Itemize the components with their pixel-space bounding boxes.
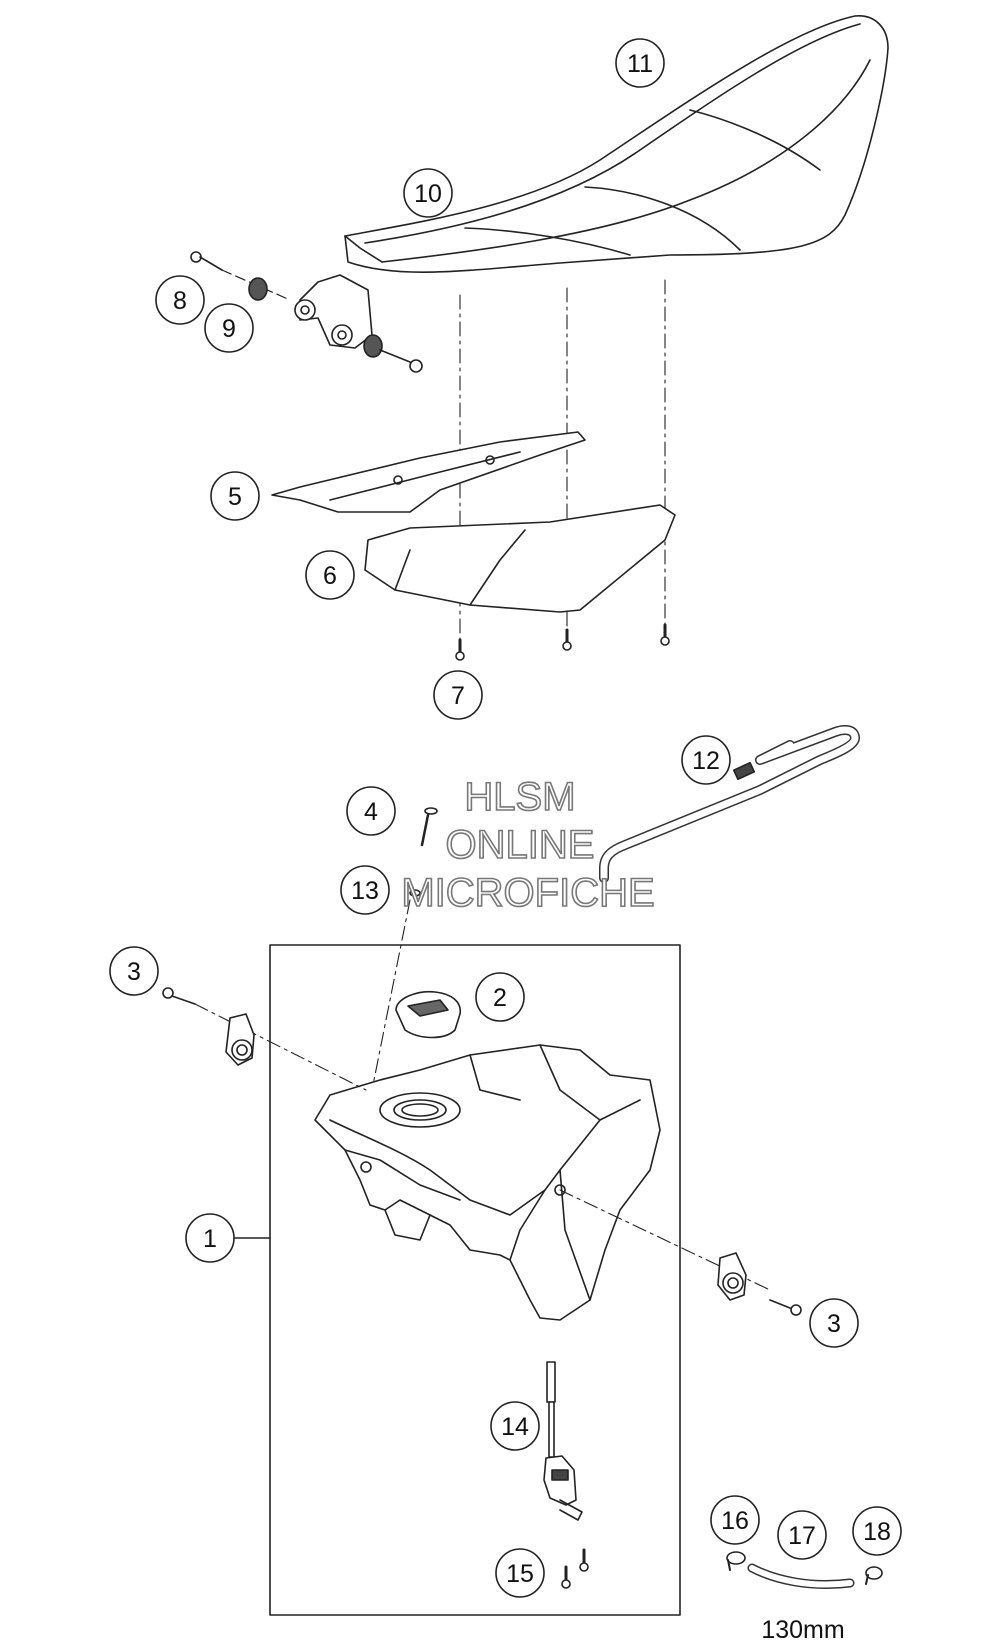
- callout-circle: [681, 735, 731, 785]
- callout-number: 1: [203, 1225, 217, 1253]
- callout-4: 4: [346, 786, 396, 836]
- callout-13: 13: [340, 865, 390, 915]
- callout-number: 5: [228, 483, 242, 511]
- callout-number: 3: [127, 958, 141, 986]
- callout-circle: [204, 303, 254, 353]
- screw-4: [420, 807, 438, 847]
- callout-number: 13: [351, 877, 379, 905]
- callout-16: 16: [710, 1495, 760, 1545]
- callout-circle: [109, 946, 159, 996]
- guide-4: [359, 899, 411, 1151]
- fuel-tank: [314, 1044, 661, 1321]
- callout-15: 15: [495, 1548, 545, 1598]
- callout-number: 9: [222, 315, 236, 343]
- callout-circle: [495, 1548, 545, 1598]
- fuel-tap-14: [543, 1361, 583, 1521]
- callout-circle: [340, 865, 390, 915]
- callout-circle: [210, 471, 260, 521]
- watermark: HLSM ONLINE MICROFICHE: [401, 774, 656, 916]
- hose-length-label: 130mm: [761, 1616, 844, 1644]
- callout-17: 17: [777, 1510, 827, 1560]
- side-cover-5: [271, 431, 586, 513]
- svg-text:HLSM: HLSM: [464, 775, 575, 819]
- callout-circle: [433, 670, 483, 720]
- callout-circle: [185, 1213, 235, 1263]
- screws-15: [561, 1548, 589, 1589]
- callout-3a: 3: [109, 946, 159, 996]
- bushing-9: [248, 277, 423, 373]
- seat: [344, 15, 889, 273]
- callout-number: 17: [788, 1522, 816, 1550]
- callout-3b: 3: [809, 1298, 859, 1348]
- callout-number: 3: [827, 1310, 841, 1338]
- callout-18: 18: [852, 1506, 902, 1556]
- callout-circle: [490, 1401, 540, 1451]
- callout-number: 14: [501, 1413, 529, 1441]
- callout-11: 11: [615, 38, 665, 88]
- callout-number: 10: [414, 180, 442, 208]
- side-cover-6: [364, 504, 676, 613]
- callout-number: 18: [863, 1518, 891, 1546]
- callout-number: 16: [721, 1507, 749, 1535]
- callout-circle: [403, 168, 453, 218]
- callout-circle: [710, 1495, 760, 1545]
- clamp-16: [726, 1551, 746, 1571]
- tank-kit-box: [269, 944, 681, 1616]
- callout-6: 6: [305, 550, 355, 600]
- callout-number: 8: [173, 287, 187, 315]
- callout-circle: [155, 275, 205, 325]
- callout-2: 2: [475, 972, 525, 1022]
- callout-number: 12: [692, 747, 720, 775]
- callout-circle: [615, 38, 665, 88]
- svg-text:ONLINE: ONLINE: [446, 823, 595, 867]
- callout-circle: [777, 1510, 827, 1560]
- seat-bracket: [294, 274, 373, 349]
- callout-1: 1: [185, 1213, 235, 1263]
- callout-number: 4: [364, 798, 378, 826]
- svg-text:MICROFICHE: MICROFICHE: [401, 871, 654, 915]
- callout-10: 10: [403, 168, 453, 218]
- callout-number: 11: [627, 50, 653, 78]
- callout-number: 6: [323, 562, 337, 590]
- callout-circle: [809, 1298, 859, 1348]
- callout-12: 12: [681, 735, 731, 785]
- clamp-18: [865, 1566, 883, 1585]
- callout-7: 7: [433, 670, 483, 720]
- callout-8: 8: [155, 275, 205, 325]
- mount-3-left: [162, 987, 367, 1091]
- callout-5: 5: [210, 471, 260, 521]
- callout-9: 9: [204, 303, 254, 353]
- fuel-cap-2: [395, 990, 461, 1039]
- callout-circle: [305, 550, 355, 600]
- breather-hose-12: [599, 725, 860, 883]
- callout-circle: [346, 786, 396, 836]
- callout-number: 15: [506, 1560, 534, 1588]
- callout-circle: [852, 1506, 902, 1556]
- washer-13: [409, 889, 421, 897]
- callout-circle: [475, 972, 525, 1022]
- bolt-8: [190, 251, 291, 301]
- hose-17: [747, 1563, 855, 1589]
- callout-number: 2: [493, 984, 507, 1012]
- mount-3-right: [559, 1189, 802, 1316]
- callout-14: 14: [490, 1401, 540, 1451]
- callout-number: 7: [451, 682, 465, 710]
- screws-7: [455, 623, 670, 661]
